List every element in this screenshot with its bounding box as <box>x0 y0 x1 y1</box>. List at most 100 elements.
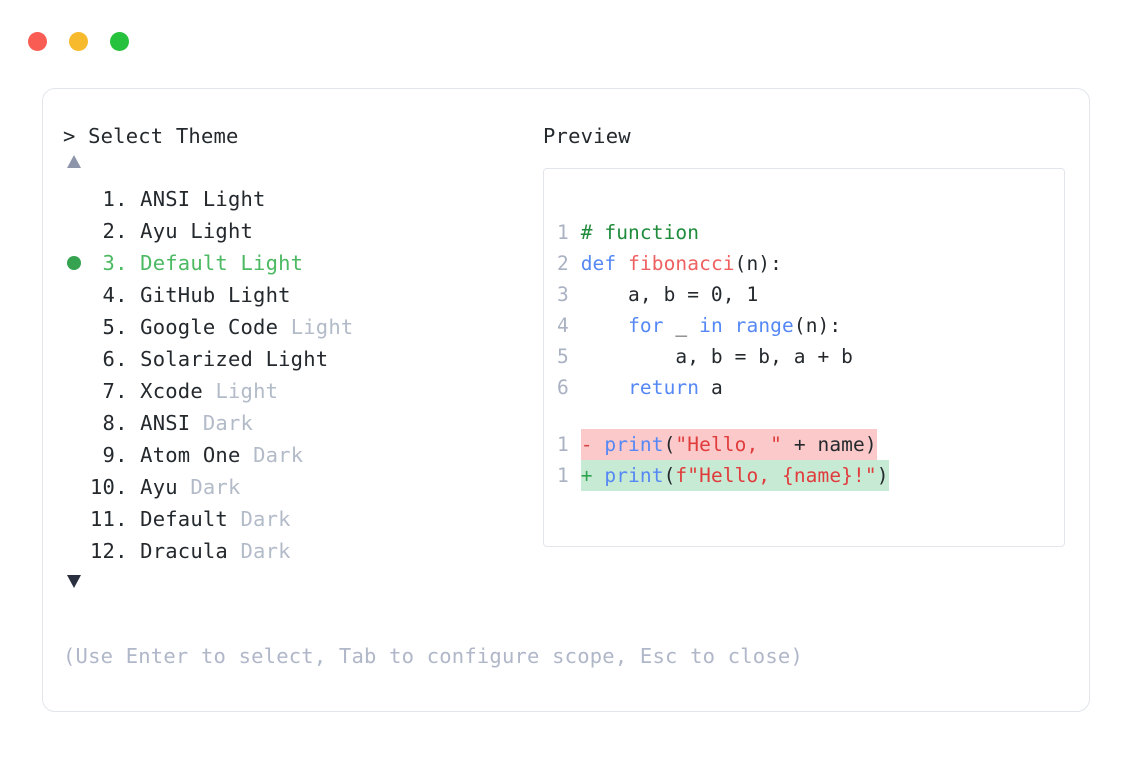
code-line: 2 def fibonacci(n): <box>557 248 1064 279</box>
theme-selector-panel: > Select Theme 1. ANSI Light 2. Ayu Ligh… <box>63 121 803 671</box>
code-token <box>581 376 628 399</box>
line-number: 1 <box>557 464 581 487</box>
theme-item-text: 12. Dracula Dark <box>63 535 291 567</box>
theme-item-name: Xcode <box>140 379 216 403</box>
theme-item-text: 2. Ayu Light <box>63 215 253 247</box>
window-traffic-lights <box>28 32 129 51</box>
scroll-down-indicator[interactable] <box>63 571 533 605</box>
theme-item-text: 11. Default Dark <box>63 503 291 535</box>
theme-item-variant: Light <box>190 219 254 243</box>
close-window-button[interactable] <box>28 32 47 51</box>
code-token: ( <box>663 433 676 456</box>
theme-item-number: 3. <box>90 251 141 275</box>
theme-item-number: 9. <box>90 443 141 467</box>
theme-picker-card: > Select Theme 1. ANSI Light 2. Ayu Ligh… <box>42 88 1090 712</box>
theme-item-name: GitHub <box>140 283 228 307</box>
theme-item-number: 8. <box>90 411 141 435</box>
code-token: print <box>604 464 664 487</box>
diff-line-content: + print(f"Hello, {name}!") <box>580 460 889 491</box>
code-token: def <box>580 252 629 275</box>
theme-list-item[interactable]: 10. Ayu Dark <box>63 471 533 503</box>
theme-list-item[interactable]: 8. ANSI Dark <box>63 407 533 439</box>
theme-item-name: Dracula <box>140 539 241 563</box>
theme-item-variant: Dark <box>202 411 254 435</box>
line-number: 1 <box>557 433 581 456</box>
theme-item-name: ANSI <box>140 411 203 435</box>
select-theme-prompt: > Select Theme <box>63 124 239 148</box>
theme-list-item[interactable]: 5. Google Code Light <box>63 311 533 343</box>
theme-item-text: 3. Default Light <box>63 247 304 279</box>
theme-item-name: Google Code <box>140 315 291 339</box>
line-number: 1 <box>557 221 581 244</box>
theme-item-number: 7. <box>90 379 141 403</box>
theme-item-name: Atom One <box>140 443 254 467</box>
triangle-down-icon <box>67 575 81 588</box>
keyboard-hint: (Use Enter to select, Tab to configure s… <box>63 644 803 668</box>
theme-item-number: 5. <box>90 315 141 339</box>
theme-list-item[interactable]: 12. Dracula Dark <box>63 535 533 567</box>
theme-item-text: 8. ANSI Dark <box>63 407 253 439</box>
theme-item-number: 1. <box>90 187 141 211</box>
theme-list-item[interactable]: 7. Xcode Light <box>63 375 533 407</box>
code-token: + name) <box>781 433 877 456</box>
theme-item-variant: Light <box>290 315 354 339</box>
theme-item-name: Default <box>140 507 241 531</box>
code-token: ( <box>663 464 676 487</box>
theme-item-number: 10. <box>90 475 141 499</box>
code-token: _ <box>663 314 700 337</box>
maximize-window-button[interactable] <box>110 32 129 51</box>
minimize-window-button[interactable] <box>69 32 88 51</box>
theme-item-variant: Light <box>215 379 279 403</box>
code-token: a <box>699 376 723 399</box>
preview-label: Preview <box>543 124 631 148</box>
theme-item-number: 2. <box>90 219 141 243</box>
theme-item-name: Ayu <box>140 475 191 499</box>
code-token: print <box>604 433 664 456</box>
theme-list-item[interactable]: 2. Ayu Light <box>63 215 533 247</box>
scroll-up-indicator[interactable] <box>63 151 533 177</box>
theme-item-number: 11. <box>90 507 141 531</box>
theme-list-item[interactable]: 3. Default Light <box>63 247 533 279</box>
theme-item-variant: Dark <box>190 475 241 499</box>
theme-item-name: Ayu <box>140 219 191 243</box>
code-token: return <box>628 376 700 399</box>
triangle-up-icon <box>67 155 81 168</box>
code-line: 6 return a <box>557 372 1064 403</box>
theme-item-variant: Dark <box>240 507 291 531</box>
theme-item-variant: Light <box>227 283 291 307</box>
theme-item-name: ANSI <box>140 187 203 211</box>
theme-item-text: 5. Google Code Light <box>63 311 354 343</box>
theme-item-text: 10. Ayu Dark <box>63 471 241 503</box>
code-line: 5 a, b = b, a + b <box>557 341 1064 372</box>
code-token: a, b = 0, 1 <box>580 283 759 306</box>
theme-item-text: 7. Xcode Light <box>63 375 278 407</box>
theme-list[interactable]: 1. ANSI Light 2. Ayu Light 3. Default Li… <box>63 183 533 567</box>
code-token: # function <box>580 221 700 244</box>
theme-item-number: 12. <box>90 539 141 563</box>
theme-item-text: 6. Solarized Light <box>63 343 329 375</box>
theme-item-text: 9. Atom One Dark <box>63 439 304 471</box>
theme-item-variant: Dark <box>240 539 291 563</box>
code-token: fibonacci <box>628 252 735 275</box>
code-line: 1 # function <box>557 217 1064 248</box>
theme-list-item[interactable]: 11. Default Dark <box>63 503 533 535</box>
code-line: 4 for _ in range(n): <box>557 310 1064 341</box>
code-token: f"Hello, {name}!" <box>675 464 877 487</box>
theme-item-variant: Light <box>265 347 329 371</box>
diff-marker: + <box>580 464 605 487</box>
line-number: 6 <box>557 376 581 399</box>
theme-list-item[interactable]: 4. GitHub Light <box>63 279 533 311</box>
code-token: for <box>628 314 664 337</box>
theme-list-item[interactable]: 9. Atom One Dark <box>63 439 533 471</box>
code-token <box>581 314 628 337</box>
theme-item-name: Default <box>140 251 241 275</box>
theme-item-text: 1. ANSI Light <box>63 183 266 215</box>
theme-list-item[interactable]: 6. Solarized Light <box>63 343 533 375</box>
theme-list-item[interactable]: 1. ANSI Light <box>63 183 533 215</box>
theme-item-text: 4. GitHub Light <box>63 279 291 311</box>
theme-item-variant: Light <box>202 187 266 211</box>
code-token: a, b = b, a + b <box>580 345 854 368</box>
